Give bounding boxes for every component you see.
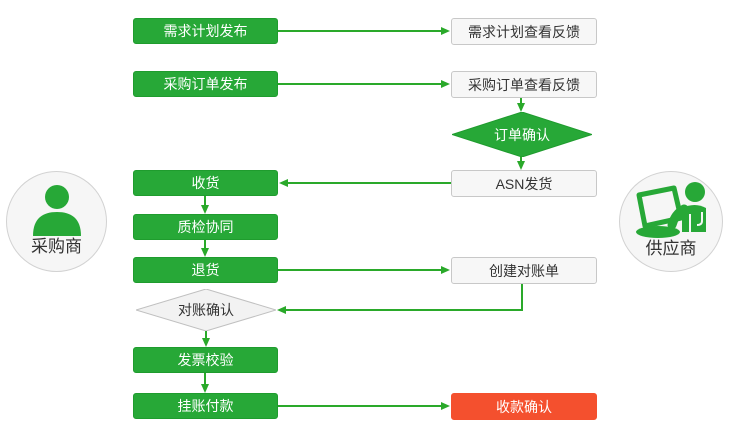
buyer-label: 采购商 — [31, 237, 82, 256]
buyer-person-icon — [32, 185, 81, 236]
node-order-confirm: 订单确认 — [452, 112, 592, 157]
node-payment: 挂账付款 — [133, 393, 278, 419]
node-demand-publish: 需求计划发布 — [133, 18, 278, 44]
order-confirm-label: 订单确认 — [494, 126, 550, 143]
node-return-goods: 退货 — [133, 257, 278, 283]
node-receive: 收货 — [133, 170, 278, 196]
node-quality-check: 质检协同 — [133, 214, 278, 240]
node-po-feedback: 采购订单查看反馈 — [451, 71, 597, 98]
supplier-label: 供应商 — [645, 239, 697, 258]
node-demand-feedback: 需求计划查看反馈 — [451, 18, 597, 45]
node-invoice-verify: 发票校验 — [133, 347, 278, 373]
actor-buyer: 采购商 — [6, 171, 107, 272]
diamond-shape-green — [452, 112, 592, 157]
node-receipt-confirm: 收款确认 — [451, 393, 597, 420]
node-statement-confirm: 对账确认 — [136, 289, 276, 331]
supplier-person-icon — [636, 182, 706, 238]
node-po-publish: 采购订单发布 — [133, 71, 278, 97]
statement-confirm-label: 对账确认 — [178, 302, 234, 318]
node-create-statement: 创建对账单 — [451, 257, 597, 284]
node-asn-ship: ASN发货 — [451, 170, 597, 197]
actor-supplier: 供应商 — [619, 171, 723, 272]
diamond-shape-gray — [136, 289, 276, 331]
